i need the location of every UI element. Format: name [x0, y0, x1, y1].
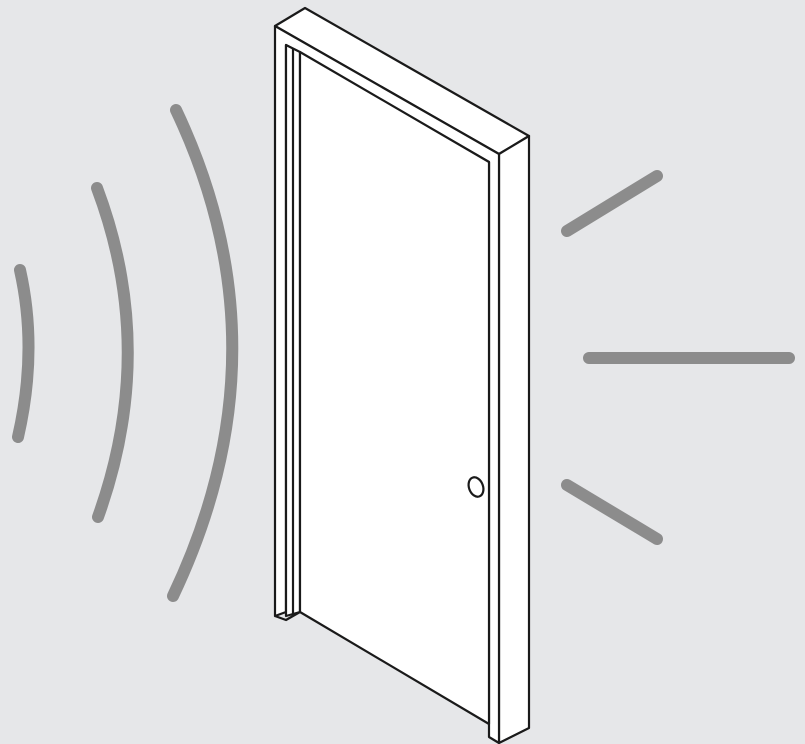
- door-leaf: [300, 52, 489, 724]
- door-frame-side: [499, 136, 529, 743]
